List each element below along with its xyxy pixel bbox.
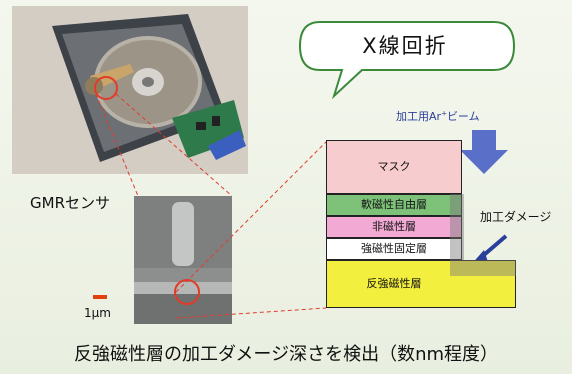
ion-beam-label-sup: + bbox=[441, 109, 447, 118]
gmr-sensor-label: GMRセンサ bbox=[30, 194, 110, 212]
ion-beam-label-post: ビーム bbox=[446, 110, 480, 123]
sem-micrograph bbox=[134, 196, 232, 324]
layer-antiferromagnetic: 反強磁性層 bbox=[326, 260, 516, 308]
layer-mask: マスク bbox=[326, 140, 462, 194]
scale-bar bbox=[93, 295, 107, 299]
hard-disk-photo bbox=[12, 6, 248, 174]
ion-beam-label-pre: 加工用Ar bbox=[396, 110, 442, 123]
layer-soft-magnetic-free: 軟磁性自由層 bbox=[326, 194, 462, 216]
hard-disk-illustration bbox=[12, 6, 248, 174]
sem-image bbox=[134, 196, 232, 324]
damage-label: 加工ダメージ bbox=[480, 210, 552, 224]
damage-region-base bbox=[450, 260, 516, 276]
layer-pinned-ferromagnetic: 強磁性固定層 bbox=[326, 238, 462, 260]
diagram-caption: 反強磁性層の加工ダメージ深さを検出（数nm程度） bbox=[73, 344, 499, 365]
ion-beam-label: 加工用Ar+ビーム bbox=[396, 108, 480, 124]
damage-region bbox=[450, 194, 464, 260]
beam-arrow-icon bbox=[460, 130, 508, 174]
callout-title: X線回折 bbox=[362, 34, 448, 58]
callout-bubble bbox=[298, 21, 516, 100]
layer-nonmagnetic: 非磁性層 bbox=[326, 216, 462, 238]
scale-label: 1μm bbox=[84, 306, 111, 320]
